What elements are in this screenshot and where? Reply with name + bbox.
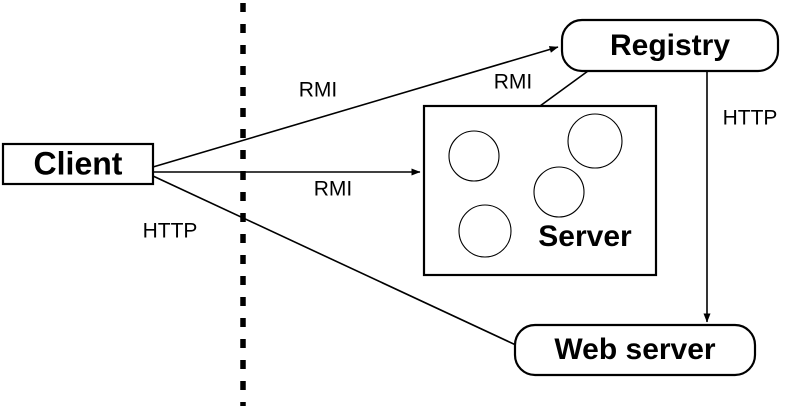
edge-label-rmi-client-server: RMI [314,178,353,201]
server-label: Server [538,220,632,253]
server-object-circle [448,130,500,182]
server-object-circle [458,204,512,258]
webserver-label: Web server [554,333,716,366]
server-object-circle [567,113,623,169]
node-registry[interactable]: Registry [560,18,780,73]
webserver-box [513,323,757,377]
registry-label: Registry [610,29,730,62]
node-server[interactable]: Server [422,104,658,277]
edge-label-rmi-registry-server: RMI [494,71,533,94]
node-webserver[interactable]: Web server [513,323,757,377]
server-object-circle [533,166,585,218]
edge-client-to-webserver [152,175,519,347]
edge-client-to-registry [152,46,559,168]
node-client[interactable]: Client [1,142,155,186]
edge-label-http-client-webserver: HTTP [143,220,198,243]
edge-registry-to-server [539,70,589,107]
registry-box [560,18,780,73]
edge-label-http-registry-webserver: HTTP [723,107,778,130]
client-label: Client [34,145,123,181]
edge-label-rmi-client-registry: RMI [299,79,338,102]
client-box [1,142,155,186]
